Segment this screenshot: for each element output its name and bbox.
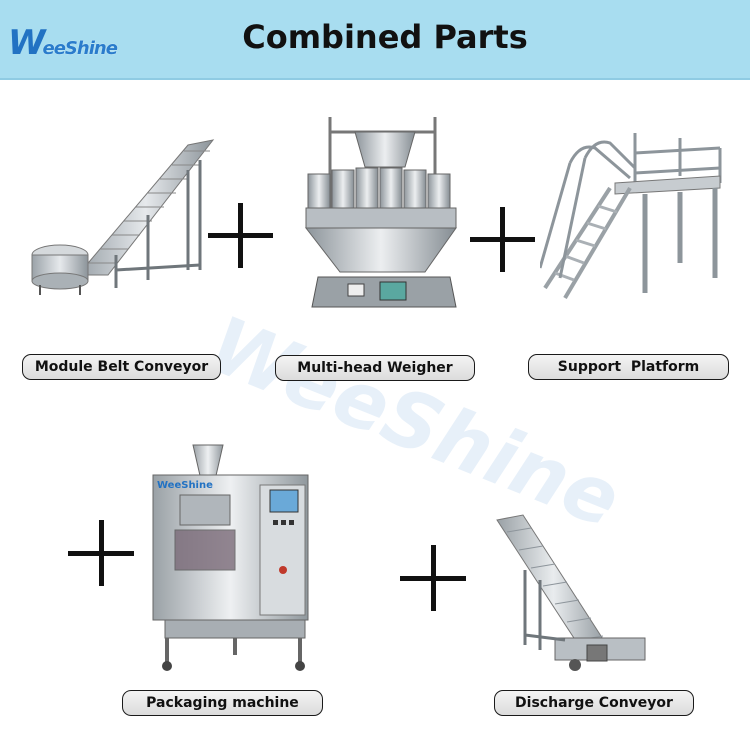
label-discharge-conveyor: Discharge Conveyor [494,690,694,716]
label-multi-head-weigher: Multi-head Weigher [275,355,475,381]
multi-head-weigher-image [304,117,457,308]
module-belt-conveyor-image [31,139,215,295]
machine-badge: WeeShine [157,480,213,491]
logo-initial: W [8,23,46,63]
label-support-platform: Support Platform [528,354,729,380]
plus-icon [68,520,134,586]
label-module-belt-conveyor: Module Belt Conveyor [22,354,221,380]
label-packaging-machine: Packaging machine [122,690,323,716]
logo-text: eeShine [42,38,118,59]
discharge-conveyor-image [496,514,646,671]
packaging-machine-image: WeeShine [152,444,309,671]
page-title: Combined Parts [242,18,528,56]
support-platform-image [540,133,722,300]
plus-icon [208,203,273,268]
plus-icon [400,545,466,611]
plus-icon [470,207,535,272]
